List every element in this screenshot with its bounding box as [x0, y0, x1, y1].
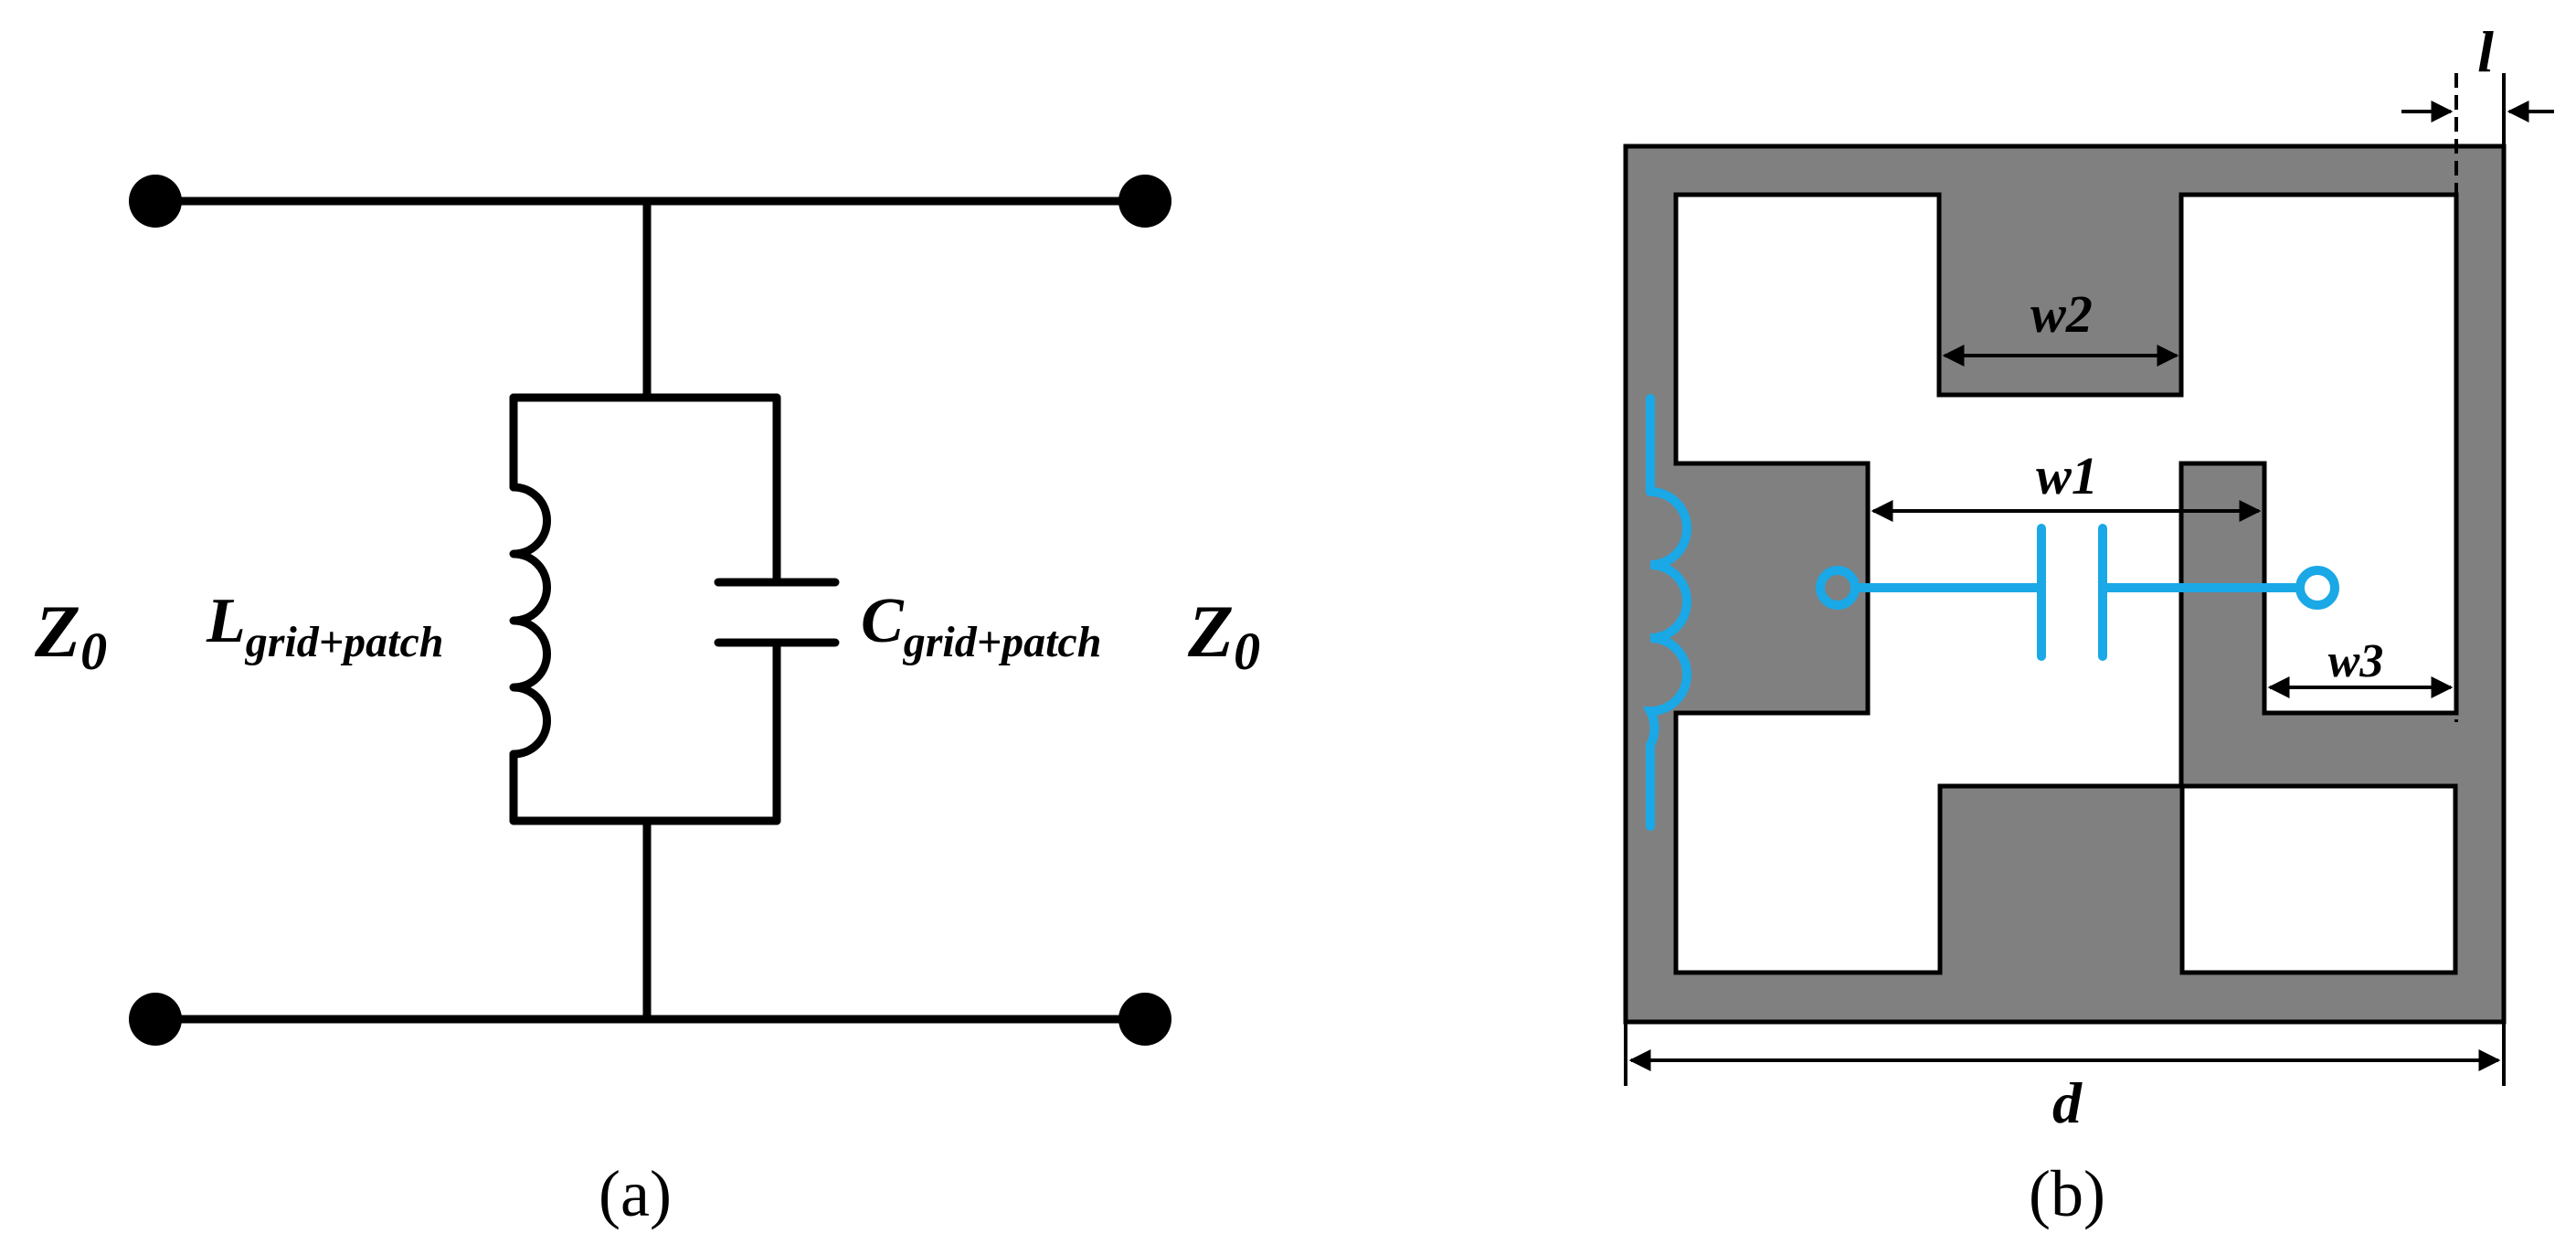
dim-w3-label: w3 [2328, 635, 2384, 687]
terminal-top-right [1118, 175, 1171, 228]
dim-w2-label: w2 [2030, 284, 2093, 344]
dim-w1-label: w1 [2036, 446, 2098, 505]
dim-l-label: l [2477, 19, 2494, 84]
z0-right-label: Z0 [1187, 590, 1260, 681]
slot-top [1673, 192, 2459, 975]
caption-b: (b) [2029, 1157, 2105, 1230]
terminal-bottom-right [1118, 993, 1171, 1046]
panel-a-circuit [151, 197, 1150, 1024]
dim-d-label: d [2052, 1070, 2083, 1135]
inductor-coil [509, 483, 551, 759]
panel-b-equivalent-circuit [1642, 394, 2339, 831]
overlay-node-right [2295, 566, 2339, 610]
panel-a-terminals [129, 175, 1171, 1046]
caption-a: (a) [599, 1157, 672, 1230]
inductor-label: Lgrid+patch [206, 586, 443, 666]
terminal-top-left [129, 175, 182, 228]
overlay-inductor-coil [1642, 487, 1691, 750]
capacitor-label: Cgrid+patch [861, 586, 1101, 666]
z0-left-label: Z0 [34, 590, 107, 681]
terminal-bottom-left [129, 993, 182, 1046]
panel-b-dimensions [1624, 73, 2554, 1086]
panel-b-unit-cell [1623, 144, 2507, 1025]
